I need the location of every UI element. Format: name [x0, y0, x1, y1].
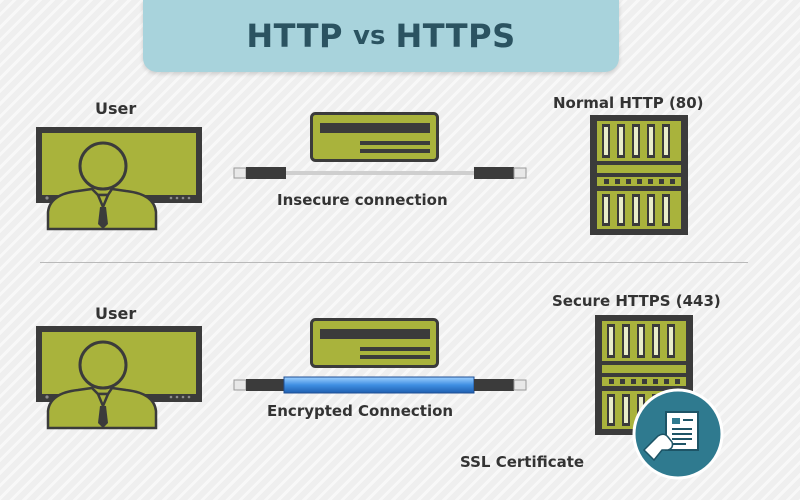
insecure-cable [233, 167, 527, 179]
section-divider [40, 262, 748, 263]
monitor-user-icon [36, 127, 202, 231]
insecure-connection-label: Insecure connection [277, 191, 448, 209]
bottom-user-label: User [95, 304, 137, 323]
encrypted-cable [233, 376, 527, 394]
title-http: HTTP [246, 17, 343, 55]
title-banner: HTTP vs HTTPS [143, 0, 619, 72]
title-https: HTTPS [395, 17, 516, 55]
credit-card-icon [310, 318, 439, 368]
top-user-label: User [95, 99, 137, 118]
encrypted-connection-label: Encrypted Connection [267, 402, 454, 420]
certificate-hand-icon [632, 388, 724, 480]
server-rack-icon [590, 115, 688, 235]
secure-https-label: Secure HTTPS (443) [552, 292, 721, 310]
ssl-certificate-label: SSL Certificate [460, 453, 585, 471]
normal-http-label: Normal HTTP (80) [553, 94, 704, 112]
title-vs: vs [353, 21, 386, 51]
credit-card-icon [310, 112, 439, 162]
monitor-user-icon [36, 326, 202, 430]
